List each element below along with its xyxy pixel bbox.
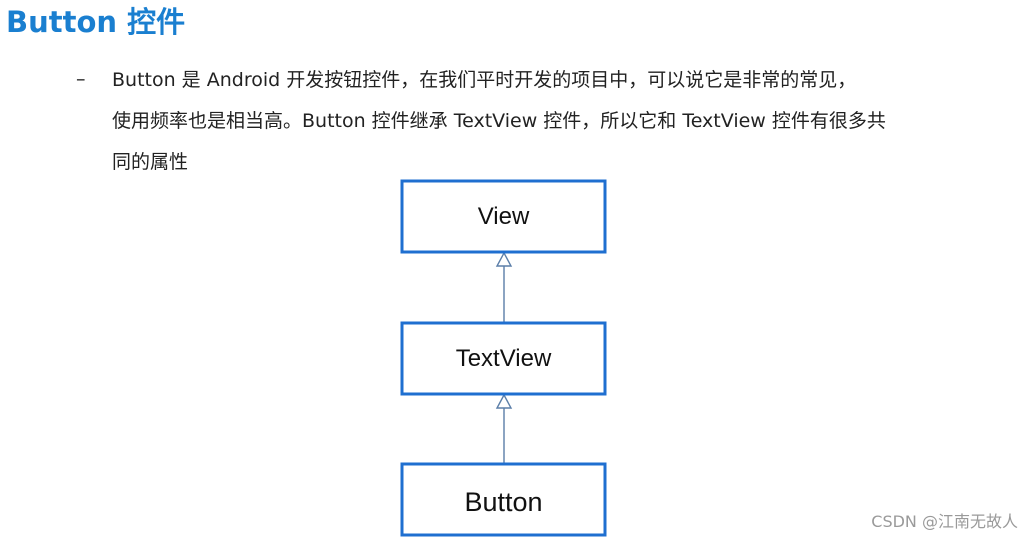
- node-textview-label: TextView: [456, 345, 552, 372]
- paragraph-line: 使用频率也是相当高。Button 控件继承 TextView 控件，所以它和 T…: [112, 110, 886, 132]
- node-view-label: View: [478, 203, 530, 230]
- paragraph-line: Button 是 Android 开发按钮控件，在我们平时开发的项目中，可以说它…: [112, 69, 857, 91]
- node-button-label: Button: [464, 487, 542, 517]
- inheritance-arrowhead-icon: [495, 251, 513, 267]
- bullet-marker: –: [76, 68, 86, 90]
- node-view-box: [400, 179, 607, 254]
- description-paragraph: Button 是 Android 开发按钮控件，在我们平时开发的项目中，可以说它…: [112, 60, 972, 183]
- paragraph-line: 同的属性: [112, 151, 189, 173]
- watermark: CSDN @江南无故人: [871, 512, 1018, 531]
- node-button-box: [400, 462, 607, 537]
- inheritance-arrowhead-icon: [495, 393, 513, 409]
- node-textview-box: [400, 321, 607, 396]
- page-title: Button 控件: [6, 5, 186, 39]
